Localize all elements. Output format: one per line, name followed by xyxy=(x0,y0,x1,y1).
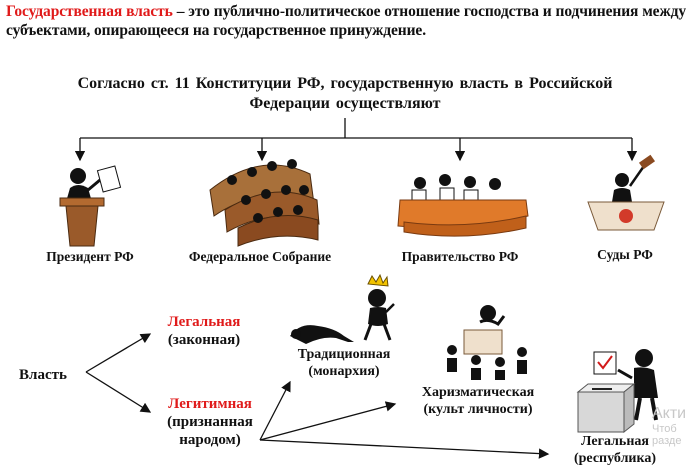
branch-label-government: Правительство РФ xyxy=(401,249,519,264)
definition-text: Государственная власть – это публично-по… xyxy=(6,2,686,40)
legitimate-subtitle-2: народом) xyxy=(179,432,241,448)
legitimate-power-label: Легитимная (признанная народом) xyxy=(150,395,270,449)
type-charismatic-title: Харизматическая xyxy=(421,385,535,400)
definition-body: – это публично-политическое отношение го… xyxy=(6,3,686,39)
type-legal-title: Легальная xyxy=(581,434,649,449)
definition-term: Государственная власть xyxy=(6,3,173,20)
legal-subtitle: (законная) xyxy=(167,332,241,348)
watermark-main: Акти xyxy=(652,405,687,422)
branch-label-assembly: Федеральное Собрание xyxy=(188,249,332,264)
heading-line-1: Согласно ст. 11 Конституции РФ, государс… xyxy=(77,75,613,92)
watermark-sub-2: разде xyxy=(652,435,682,447)
president-podium-icon xyxy=(59,165,122,247)
judge-gavel-icon xyxy=(587,154,665,231)
leader-tribune-icon xyxy=(447,305,527,380)
legitimate-subtitle-1: (признанная xyxy=(167,414,253,430)
branch-connector-lines xyxy=(74,118,638,162)
parliament-icon xyxy=(209,159,320,247)
watermark-sub-1: Чтоб xyxy=(652,423,677,435)
branch-label-courts: Суды РФ xyxy=(597,247,653,262)
power-root-label: Власть xyxy=(19,367,67,383)
legitimate-title: Легитимная xyxy=(168,396,252,412)
type-legal-note: (республика) xyxy=(573,451,657,466)
type-charismatic-label: Харизматическая (культ личности) xyxy=(408,384,548,418)
legal-power-label: Легальная (законная) xyxy=(150,313,258,349)
legal-title: Легальная xyxy=(167,314,241,330)
type-charismatic-note: (культ личности) xyxy=(423,402,533,417)
type-traditional-title: Традиционная xyxy=(297,347,391,362)
monarch-bowing-icon xyxy=(290,273,395,344)
type-legal-label: Легальная (республика) xyxy=(560,433,670,467)
government-table-icon xyxy=(397,174,529,237)
type-traditional-label: Традиционная (монархия) xyxy=(284,346,404,380)
ballot-box-icon xyxy=(576,349,658,434)
activation-watermark: Акти Чтоб разде xyxy=(652,405,690,447)
constitution-heading: Согласно ст. 11 Конституции РФ, государс… xyxy=(20,74,670,114)
type-traditional-note: (монархия) xyxy=(308,364,380,379)
branch-label-president: Президент РФ xyxy=(46,249,134,264)
power-arrows xyxy=(85,333,550,459)
heading-line-2: Федерации осуществляют xyxy=(249,95,441,112)
